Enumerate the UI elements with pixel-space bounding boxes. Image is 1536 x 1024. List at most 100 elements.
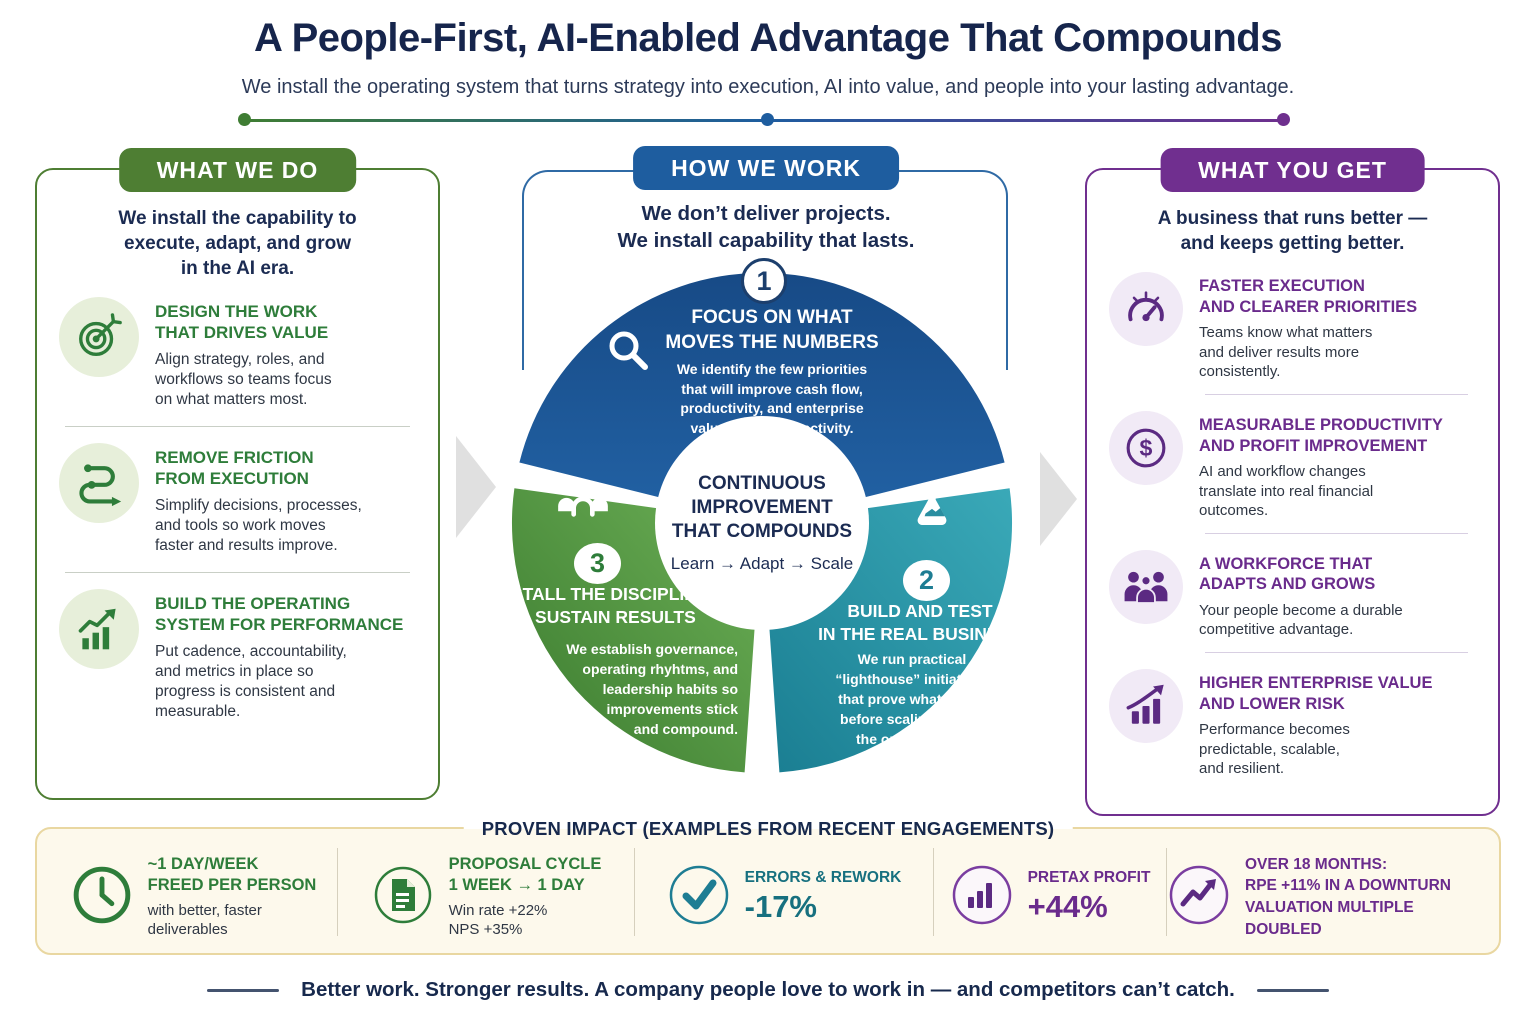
- what-you-get-header: WHAT YOU GET: [1160, 148, 1425, 192]
- impact-value: -17%: [744, 889, 817, 924]
- target-icon: [59, 297, 139, 378]
- impact-item-text: PRETAX PROFIT +44%: [1028, 869, 1151, 925]
- bar-growth-icon: [950, 863, 1014, 932]
- divider: [65, 426, 410, 428]
- team-icon: [554, 480, 612, 531]
- item-title: FASTER EXECUTION AND CLEARER PRIORITIES: [1199, 277, 1418, 316]
- impact-desc: with better, faster deliverables: [147, 901, 262, 939]
- proven-impact-row: ~1 DAY/WEEK FREED PER PERSON with better…: [37, 829, 1499, 953]
- step-3-badge: 3: [574, 543, 621, 584]
- cycle-segment-focus: [519, 272, 1005, 498]
- list-item: BUILD THE OPERATING SYSTEM FOR PERFORMAN…: [59, 589, 416, 722]
- item-title: DESIGN THE WORK THAT DRIVES VALUE: [155, 302, 329, 343]
- route-icon: [59, 443, 139, 524]
- divider: [933, 848, 934, 936]
- step-2-title: BUILD AND TEST IN THE REAL BUSINESS: [818, 601, 1022, 644]
- trend-arrow-icon: [1167, 863, 1231, 932]
- dollar-icon: $: [1109, 410, 1183, 485]
- item-title: HIGHER ENTERPRISE VALUE AND LOWER RISK: [1199, 673, 1433, 713]
- list-item-text: DESIGN THE WORK THAT DRIVES VALUE Align …: [155, 297, 332, 410]
- list-item: HIGHER ENTERPRISE VALUE AND LOWER RISK P…: [1109, 668, 1476, 779]
- step-2-badge: 2: [903, 560, 950, 601]
- impact-item-text: OVER 18 MONTHS: RPE +11% IN A DOWNTURN V…: [1245, 854, 1485, 941]
- clock-icon: [70, 863, 134, 932]
- item-title: MEASURABLE PRODUCTIVITY AND PROFIT IMPRO…: [1199, 415, 1443, 455]
- list-item: $ MEASURABLE PRODUCTIVITY AND PROFIT IMP…: [1109, 410, 1476, 521]
- list-item-text: REMOVE FRICTION FROM EXECUTION Simplify …: [155, 443, 362, 556]
- timeline-dot-purple: [1277, 113, 1290, 126]
- timeline-dot-blue: [761, 113, 774, 126]
- impact-item-pretax-profit: PRETAX PROFIT +44%: [934, 863, 1166, 932]
- proven-impact-header: PROVEN IMPACT (EXAMPLES FROM RECENT ENGA…: [463, 815, 1073, 843]
- workforce-icon: [1109, 549, 1183, 624]
- impact-title: PROPOSAL CYCLE 1 WEEK → 1 DAY: [448, 855, 602, 894]
- item-title: BUILD THE OPERATING SYSTEM FOR PERFORMAN…: [155, 594, 404, 635]
- cycle-center: CONTINUOUS IMPROVEMENT THAT COMPOUNDS Le…: [655, 416, 869, 630]
- impact-title: ERRORS & REWORK: [744, 869, 902, 886]
- step-1-title: FOCUS ON WHAT MOVES THE NUMBERS: [665, 307, 879, 353]
- item-desc: Your people become a durable competitive…: [1199, 601, 1403, 639]
- divider: [1205, 532, 1468, 534]
- impact-item-18-months: OVER 18 MONTHS: RPE +11% IN A DOWNTURN V…: [1167, 854, 1485, 941]
- svg-text:$: $: [1140, 435, 1153, 461]
- item-title: REMOVE FRICTION FROM EXECUTION: [155, 448, 314, 489]
- flask-icon: [908, 482, 956, 539]
- improvement-cycle-diagram: [511, 272, 1013, 773]
- item-desc: Performance becomes predictable, scalabl…: [1199, 721, 1350, 778]
- impact-title: PRETAX PROFIT: [1027, 869, 1151, 886]
- impact-item-text: ERRORS & REWORK -17%: [745, 869, 902, 925]
- impact-title: OVER 18 MONTHS: RPE +11% IN A DOWNTURN V…: [1245, 855, 1451, 938]
- item-desc: Teams know what matters and deliver resu…: [1199, 324, 1373, 381]
- impact-value: +44%: [1027, 889, 1108, 924]
- list-item: FASTER EXECUTION AND CLEARER PRIORITIES …: [1109, 272, 1476, 382]
- impact-item-text: ~1 DAY/WEEK FREED PER PERSON with better…: [148, 854, 317, 939]
- document-icon: [371, 863, 435, 932]
- impact-title: ~1 DAY/WEEK FREED PER PERSON: [147, 855, 317, 894]
- list-item-text: FASTER EXECUTION AND CLEARER PRIORITIES …: [1199, 272, 1417, 382]
- what-we-do-header: WHAT WE DO: [118, 148, 357, 192]
- impact-item-time-freed: ~1 DAY/WEEK FREED PER PERSON with better…: [49, 854, 337, 939]
- impact-item-text: PROPOSAL CYCLE 1 WEEK → 1 DAY Win rate +…: [449, 854, 602, 939]
- impact-item-errors-rework: ERRORS & REWORK -17%: [635, 863, 933, 932]
- timeline-dot-green: [238, 113, 251, 126]
- list-item: DESIGN THE WORK THAT DRIVES VALUE Align …: [59, 297, 416, 410]
- flow-arrow-right: [1040, 452, 1077, 546]
- enterprise-value-icon: [1109, 668, 1183, 743]
- divider: [1205, 651, 1468, 653]
- cycle-segment-build-test: [769, 488, 1013, 773]
- step-3-desc: We establish governance, operating rhyht…: [566, 641, 738, 737]
- step-2-desc: We run practical “lighthouse” initiative…: [835, 651, 989, 747]
- item-desc: AI and workflow changes translate into r…: [1199, 463, 1374, 520]
- how-we-work-intro: We don’t deliver projects. We install ca…: [617, 202, 915, 253]
- what-we-do-intro: We install the capability to execute, ad…: [118, 208, 357, 280]
- list-item-text: HIGHER ENTERPRISE VALUE AND LOWER RISK P…: [1199, 669, 1432, 779]
- cycle-center-title: CONTINUOUS IMPROVEMENT THAT COMPOUNDS: [671, 472, 853, 543]
- magnifier-icon: [604, 326, 656, 383]
- proven-impact-strip: PROVEN IMPACT (EXAMPLES FROM RECENT ENGA…: [35, 815, 1501, 955]
- footer: Better work. Stronger results. A company…: [0, 978, 1536, 1002]
- item-title: A WORKFORCE THAT ADAPTS AND GROWS: [1199, 554, 1376, 594]
- impact-item-proposal-cycle: PROPOSAL CYCLE 1 WEEK → 1 DAY Win rate +…: [338, 854, 634, 939]
- list-item-text: BUILD THE OPERATING SYSTEM FOR PERFORMAN…: [155, 589, 403, 722]
- cycle-segment-discipline: [511, 488, 755, 773]
- divider: [337, 848, 338, 936]
- how-we-work-header: HOW WE WORK: [633, 146, 899, 190]
- gauge-icon: [1109, 272, 1183, 347]
- cycle-center-flow: Learn → Adapt → Scale: [670, 554, 854, 574]
- what-you-get-items: FASTER EXECUTION AND CLEARER PRIORITIES …: [1087, 272, 1498, 779]
- what-we-do-items: DESIGN THE WORK THAT DRIVES VALUE Align …: [37, 297, 438, 722]
- step-1-badge: 1: [741, 258, 787, 304]
- footer-dash-right: [1256, 988, 1329, 992]
- page-title: A People-First, AI-Enabled Advantage Tha…: [254, 16, 1282, 60]
- list-item: A WORKFORCE THAT ADAPTS AND GROWS Your p…: [1109, 549, 1476, 640]
- divider: [1166, 848, 1167, 936]
- page-subtitle: We install the operating system that tur…: [241, 76, 1295, 98]
- divider: [634, 848, 635, 936]
- list-item-text: A WORKFORCE THAT ADAPTS AND GROWS Your p…: [1199, 550, 1403, 640]
- divider: [65, 572, 410, 574]
- item-desc: Simplify decisions, processes, and tools…: [155, 496, 362, 554]
- divider: [1205, 393, 1468, 395]
- list-item-text: MEASURABLE PRODUCTIVITY AND PROFIT IMPRO…: [1199, 411, 1443, 521]
- list-item: REMOVE FRICTION FROM EXECUTION Simplify …: [59, 443, 416, 556]
- what-we-do-panel: WHAT WE DO We install the capability to …: [35, 148, 440, 800]
